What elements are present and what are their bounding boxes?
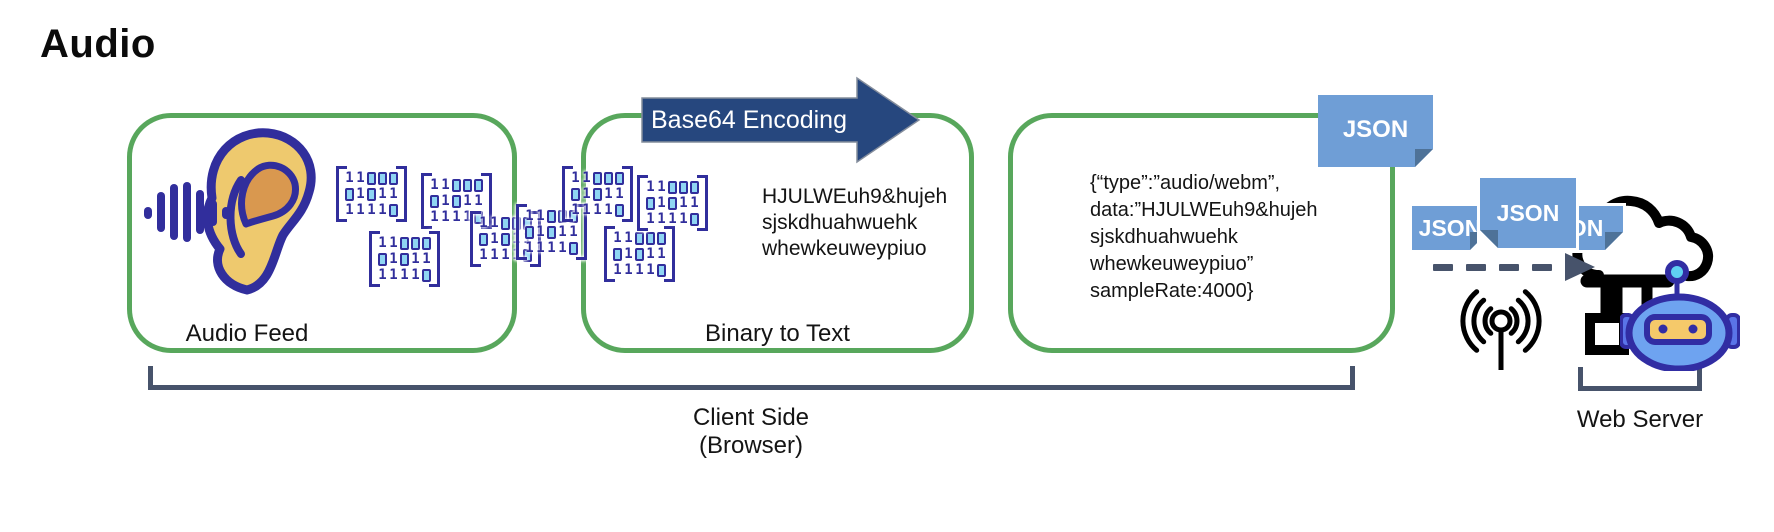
page-title: Audio: [40, 22, 156, 66]
base64-arrow-label: Base64 Encoding: [651, 106, 847, 134]
sound-wave-icon: [144, 182, 230, 242]
client-side-bracket: [148, 366, 1355, 390]
audio-feed-label: Audio Feed: [185, 320, 309, 347]
binary-to-text-label: Binary to Text: [705, 320, 850, 347]
json-packet-tag: JSON: [1477, 175, 1579, 251]
ear-icon: [144, 128, 316, 295]
folded-corner: [1415, 149, 1433, 167]
signal-tower-icon: [1460, 289, 1542, 370]
json-payload-text: {“type”:”audio/webm”, data:”HJULWEuh9&hu…: [1090, 172, 1318, 302]
json-tag-label: JSON: [1342, 116, 1409, 143]
json-tag-icon: JSON: [1318, 95, 1433, 167]
web-server-bracket: [1578, 367, 1702, 391]
audio-feed-box: [127, 113, 517, 353]
base64-arrow-icon: [641, 76, 921, 164]
cipher-text: HJULWEuh9&hujeh sjskdhuahwuehk whewkeuwe…: [762, 185, 948, 260]
transfer-arrow-icon: [1433, 253, 1595, 281]
client-side-caption: Client Side (Browser): [692, 404, 810, 459]
folded-corner: [1605, 232, 1623, 250]
web-server-caption: Web Server: [1576, 406, 1704, 433]
folded-corner: [1480, 230, 1498, 248]
json-packet-label: JSON: [1496, 200, 1560, 226]
base64-encoding-arrow: Base64 Encoding: [641, 76, 921, 164]
arrowhead-icon: [1565, 253, 1595, 281]
robot-icon: [1620, 260, 1740, 371]
